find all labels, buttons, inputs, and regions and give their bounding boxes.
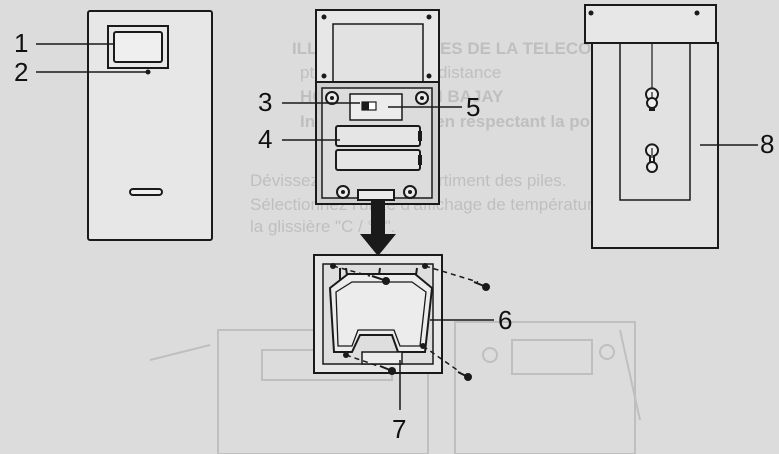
callout-3: 3 xyxy=(258,87,273,117)
bleed-line-6: la glissière "C / °F". xyxy=(250,217,396,236)
remote-front xyxy=(87,10,213,241)
callout-2: 2 xyxy=(14,57,29,87)
callout-4: 4 xyxy=(258,124,273,154)
screw-guides xyxy=(332,265,479,373)
wall-mount-plate xyxy=(584,4,719,249)
remote-back xyxy=(315,9,440,205)
leader-lines xyxy=(36,43,758,410)
callout-8: 8 xyxy=(760,129,775,159)
indicator-led xyxy=(145,69,151,75)
callout-7: 7 xyxy=(392,414,407,444)
wall-plate-screws xyxy=(588,10,700,16)
down-arrow-icon xyxy=(360,200,396,256)
screw-icon xyxy=(371,275,490,381)
remote-back-screws xyxy=(321,14,432,194)
callout-6: 6 xyxy=(498,305,513,335)
battery-bracket xyxy=(313,254,443,374)
callout-1: 1 xyxy=(14,28,29,58)
callout-5: 5 xyxy=(466,92,481,122)
